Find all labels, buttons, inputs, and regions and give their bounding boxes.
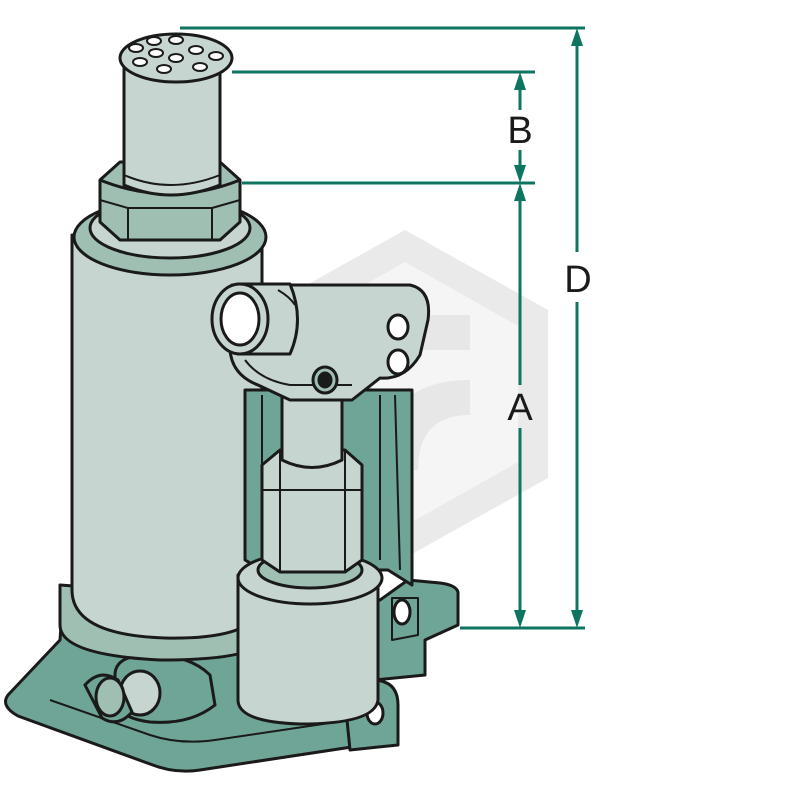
pump-handle-socket	[210, 282, 431, 402]
pump-assembly	[236, 388, 414, 726]
dimension-lines	[180, 26, 585, 630]
dimension-label-a: A	[507, 387, 533, 429]
dimension-arrows	[514, 28, 583, 628]
arrow-d-up	[571, 28, 583, 46]
arrow-b-up	[514, 72, 526, 90]
saddle-holes	[128, 35, 224, 74]
arrow-a-up	[514, 183, 526, 201]
dimension-label-d: D	[564, 259, 591, 301]
arrow-d-down	[571, 610, 583, 628]
arrow-a-down	[514, 610, 526, 628]
dimension-label-b: B	[507, 110, 532, 152]
release-valve-icon	[83, 653, 217, 724]
arrow-b-down	[514, 165, 526, 183]
main-cylinder	[58, 196, 268, 662]
